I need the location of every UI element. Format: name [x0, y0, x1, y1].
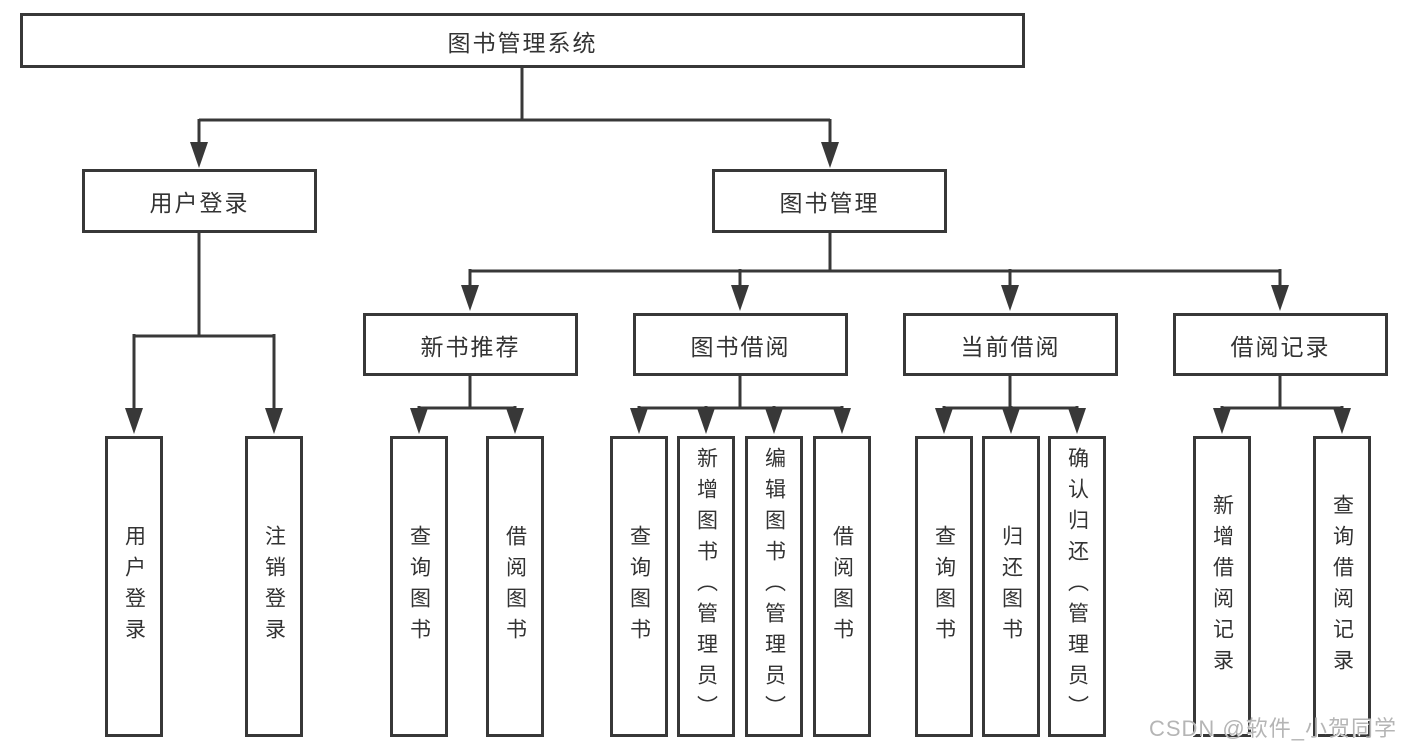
- node-label: 确认归还（管理员）: [1065, 447, 1089, 726]
- node-user-login-branch: 用户登录: [82, 169, 317, 233]
- node-current-borrowing: 当前借阅: [903, 313, 1118, 376]
- node-current-query-books: 查询图书: [915, 436, 973, 737]
- node-current-confirm-return-admin: 确认归还（管理员）: [1048, 436, 1106, 737]
- node-new-book-recommend: 新书推荐: [363, 313, 578, 376]
- node-logout: 注销登录: [245, 436, 303, 737]
- node-label: 新增借阅记录: [1210, 493, 1234, 680]
- node-current-return-books: 归还图书: [982, 436, 1040, 737]
- node-borrowing-add-books-admin: 新增图书（管理员）: [677, 436, 735, 737]
- node-recommend-borrow-books: 借阅图书: [486, 436, 544, 737]
- node-borrowing-edit-books-admin: 编辑图书（管理员）: [745, 436, 803, 737]
- node-label: 归还图书: [999, 524, 1023, 649]
- node-label: 查询图书: [407, 524, 431, 649]
- node-label: 借阅图书: [830, 524, 854, 649]
- node-borrowing-records: 借阅记录: [1173, 313, 1388, 376]
- node-label: 借阅图书: [503, 524, 527, 649]
- node-user-login: 用户登录: [105, 436, 163, 737]
- node-label: 注销登录: [262, 524, 286, 649]
- node-book-borrowing: 图书借阅: [633, 313, 848, 376]
- node-label: 查询图书: [932, 524, 956, 649]
- node-records-add-borrow-record: 新增借阅记录: [1193, 436, 1251, 737]
- node-records-query-borrow-record: 查询借阅记录: [1313, 436, 1371, 737]
- node-book-management: 图书管理: [712, 169, 947, 233]
- node-label: 用户登录: [122, 524, 146, 649]
- node-label: 查询图书: [627, 524, 651, 649]
- node-label: 编辑图书（管理员）: [762, 447, 786, 726]
- node-label: 查询借阅记录: [1330, 493, 1354, 680]
- node-borrowing-borrow-books: 借阅图书: [813, 436, 871, 737]
- node-root: 图书管理系统: [20, 13, 1025, 68]
- node-recommend-query-books: 查询图书: [390, 436, 448, 737]
- node-borrowing-query-books: 查询图书: [610, 436, 668, 737]
- csdn-watermark: CSDN @软件_小贺同学: [1148, 716, 1397, 741]
- node-label: 新增图书（管理员）: [694, 447, 718, 726]
